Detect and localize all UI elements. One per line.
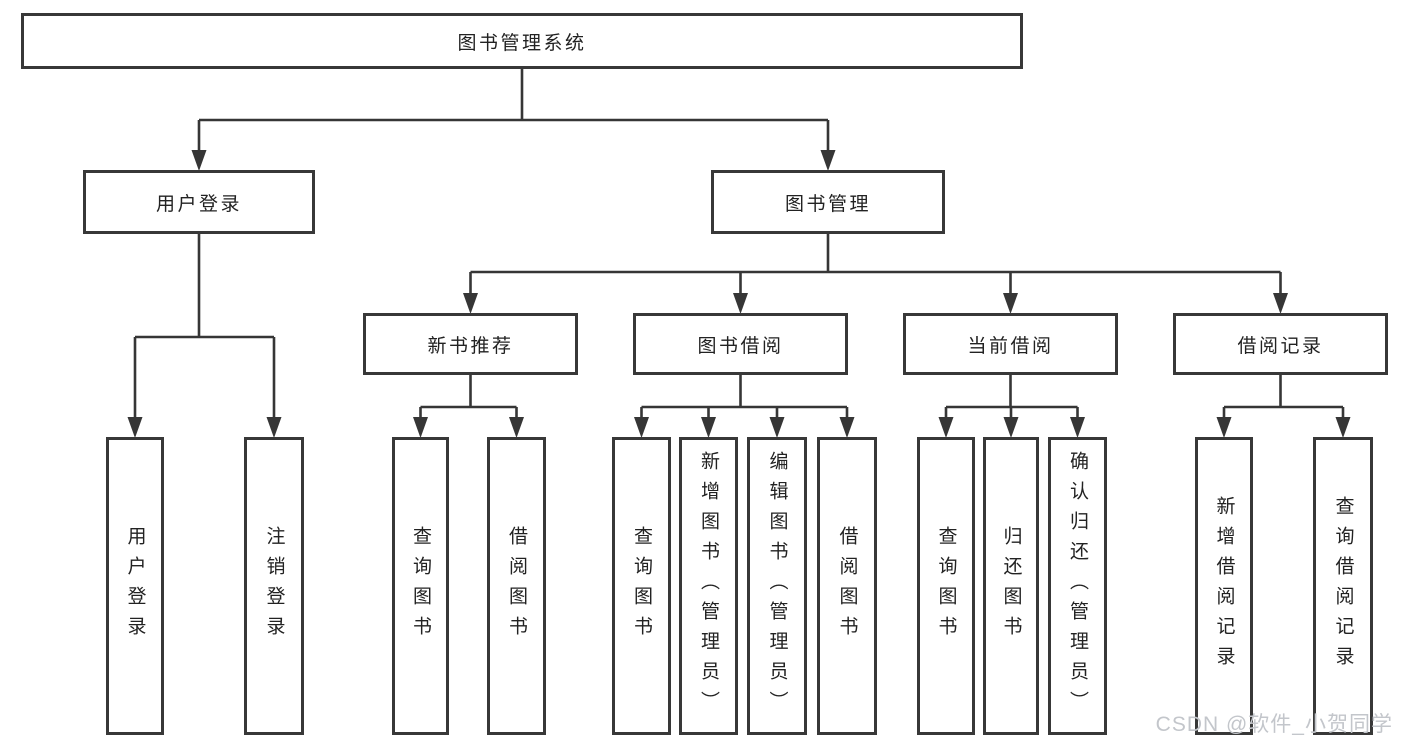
node-bb-edit-books-admin-label: 编辑图书（管理员）: [766, 451, 788, 721]
node-bb-borrow-books-label: 借阅图书: [836, 526, 858, 646]
node-cb-return-books-label: 归还图书: [1000, 526, 1022, 646]
node-br-add-record-label: 新增借阅记录: [1213, 496, 1235, 676]
node-logout-leaf-label: 注销登录: [263, 526, 285, 646]
node-new-book-rec: 新书推荐: [363, 313, 578, 375]
node-cb-confirm-return-admin: 确认归还（管理员）: [1048, 437, 1107, 735]
node-book-mgmt-branch-label: 图书管理: [784, 193, 871, 215]
node-br-add-record: 新增借阅记录: [1195, 437, 1253, 735]
node-br-query-record-label: 查询借阅记录: [1332, 496, 1354, 676]
node-book-borrow-label: 图书借阅: [697, 335, 784, 357]
connector-bookborrow-to-leaves: [634, 375, 855, 438]
node-nbr-query-books: 查询图书: [392, 437, 449, 735]
node-root: 图书管理系统: [21, 13, 1023, 69]
node-borrow-record-label: 借阅记录: [1237, 335, 1324, 357]
node-bb-edit-books-admin: 编辑图书（管理员）: [747, 437, 807, 735]
node-cb-return-books: 归还图书: [983, 437, 1039, 735]
node-borrow-record: 借阅记录: [1173, 313, 1388, 375]
node-cb-query-books: 查询图书: [917, 437, 975, 735]
node-nbr-borrow-books-label: 借阅图书: [506, 526, 527, 646]
node-user-login-leaf: 用户登录: [106, 437, 164, 735]
node-root-label: 图书管理系统: [457, 32, 587, 54]
node-nbr-borrow-books: 借阅图书: [487, 437, 546, 735]
connector-borrowrecord-to-leaves: [1216, 375, 1351, 438]
csdn-watermark: CSDN @软件_小贺同学: [1155, 713, 1393, 736]
node-book-borrow: 图书借阅: [633, 313, 848, 375]
node-nbr-query-books-label: 查询图书: [410, 526, 431, 646]
connector-bookmgmt-to-level3: [463, 234, 1288, 314]
node-current-borrow-label: 当前借阅: [967, 335, 1054, 357]
node-logout-leaf: 注销登录: [244, 437, 304, 735]
node-br-query-record: 查询借阅记录: [1313, 437, 1373, 735]
connector-userlogin-to-leaves: [127, 234, 282, 438]
node-new-book-rec-label: 新书推荐: [427, 335, 514, 357]
node-bb-query-books-label: 查询图书: [631, 526, 652, 646]
node-bb-add-books-admin-label: 新增图书（管理员）: [698, 451, 719, 721]
connector-newbookrec-to-leaves: [413, 375, 524, 438]
node-bb-borrow-books: 借阅图书: [817, 437, 877, 735]
connector-root-to-level2: [191, 69, 836, 171]
node-current-borrow: 当前借阅: [903, 313, 1118, 375]
node-user-login-leaf-label: 用户登录: [124, 526, 146, 646]
node-user-login-branch-label: 用户登录: [155, 193, 242, 215]
node-user-login-branch: 用户登录: [83, 170, 315, 234]
node-book-mgmt-branch: 图书管理: [711, 170, 945, 234]
node-cb-query-books-label: 查询图书: [935, 526, 957, 646]
node-bb-add-books-admin: 新增图书（管理员）: [679, 437, 738, 735]
node-cb-confirm-return-admin-label: 确认归还（管理员）: [1067, 451, 1088, 721]
connector-currentborrow-to-leaves: [938, 375, 1085, 438]
node-bb-query-books: 查询图书: [612, 437, 671, 735]
